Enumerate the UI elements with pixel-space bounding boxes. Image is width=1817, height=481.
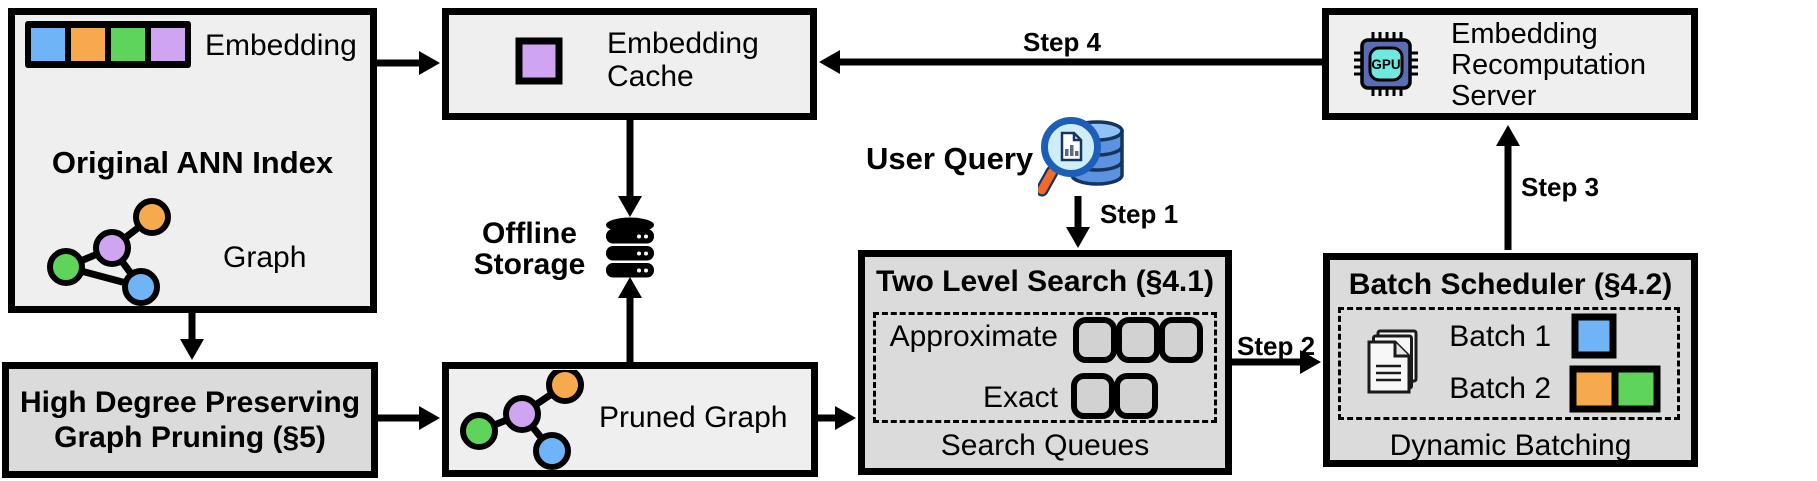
approximate-label: Approximate xyxy=(889,320,1058,353)
graph-pruning-title: High Degree Preserving Graph Pruning (§5… xyxy=(19,386,361,454)
arrow-pruned-graph-to-search xyxy=(818,406,856,430)
ann-index-title: Original ANN Index xyxy=(51,145,334,180)
search-queues-footer: Search Queues xyxy=(940,429,1150,462)
documents-icon xyxy=(1367,329,1418,394)
arrow-step-2 xyxy=(1232,350,1321,374)
embedding-cache-box: Embedding Cache xyxy=(442,8,817,120)
search-queues-panel: Approximate Exact xyxy=(873,312,1217,423)
graph-pruning-box: High Degree Preserving Graph Pruning (§5… xyxy=(2,362,378,478)
pruned-graph-icon xyxy=(460,370,584,470)
step-3-label: Step 3 xyxy=(1521,172,1600,202)
recomputation-server-box: GPU Embedding Recomputation Server xyxy=(1322,8,1698,120)
batch-2-label: Batch 2 xyxy=(1449,372,1551,405)
offline-storage-label: Offline Storage xyxy=(473,217,586,281)
dynamic-batching-footer: Dynamic Batching xyxy=(1389,429,1632,462)
arrow-step-1 xyxy=(1066,196,1090,248)
two-level-search-box: Two Level Search (§4.1) Approximate Exac… xyxy=(858,250,1232,475)
pruned-graph-box: Pruned Graph xyxy=(442,362,818,477)
recomputation-server-label: Embedding Recomputation Server xyxy=(1451,18,1647,112)
graph-label: Graph xyxy=(223,241,307,274)
batch-scheduler-box: Batch Scheduler (§4.2) Batch 1 Batch 2 D… xyxy=(1323,253,1698,467)
arrow-pruning-to-pruned-graph xyxy=(378,406,440,430)
arrow-ann-to-pruning xyxy=(180,313,204,360)
database-icon xyxy=(606,217,654,278)
batch-2-embeddings-icon xyxy=(1569,365,1661,413)
exact-queue-slots-icon xyxy=(1071,373,1158,419)
gpu-text: GPU xyxy=(1371,57,1400,72)
batch-scheduler-title: Batch Scheduler (§4.2) xyxy=(1348,268,1673,301)
arrow-ann-to-cache xyxy=(377,51,440,75)
approximate-queue-slots-icon xyxy=(1073,317,1203,363)
arrow-step-4 xyxy=(819,50,1322,74)
query-search-icon xyxy=(1038,117,1124,197)
original-ann-index-box: Embedding Original ANN Index Graph xyxy=(8,8,377,313)
batching-panel: Batch 1 Batch 2 xyxy=(1338,307,1680,420)
original-graph-icon xyxy=(47,198,171,306)
exact-label: Exact xyxy=(982,381,1058,414)
step-1-label: Step 1 xyxy=(1100,199,1179,229)
embedding-vector-icon xyxy=(25,21,191,68)
two-level-search-title: Two Level Search (§4.1) xyxy=(876,265,1214,298)
batch-1-embedding-icon xyxy=(1571,313,1617,359)
embedding-cache-label: Embedding Cache xyxy=(607,27,759,93)
arrow-pruned-graph-to-storage xyxy=(618,277,642,362)
arrow-step-3 xyxy=(1496,125,1520,250)
arrow-cache-to-storage xyxy=(618,120,642,217)
step-4-label: Step 4 xyxy=(1022,27,1102,57)
batch-1-label: Batch 1 xyxy=(1449,320,1551,353)
step-2-label: Step 2 xyxy=(1237,331,1316,361)
user-query-label: User Query xyxy=(866,141,1034,176)
pruned-graph-label: Pruned Graph xyxy=(599,401,788,434)
gpu-chip-icon: GPU xyxy=(1354,32,1418,96)
embedding-label: Embedding xyxy=(205,29,357,62)
cached-embedding-icon xyxy=(515,37,563,85)
